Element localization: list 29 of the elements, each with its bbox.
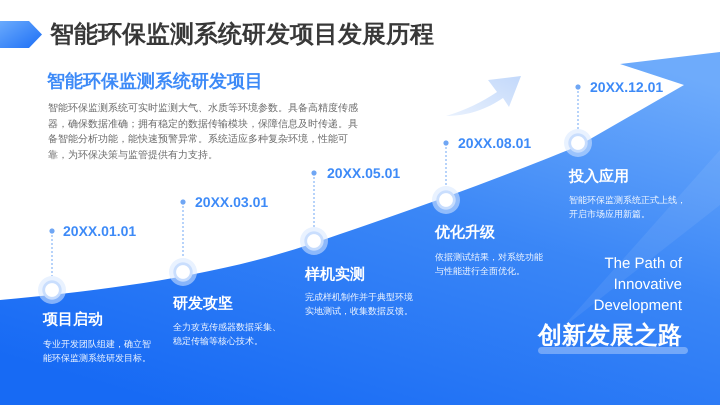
leader-line bbox=[180, 199, 186, 258]
date-label: 20XX.05.01 bbox=[314, 165, 400, 181]
timeline-marker bbox=[432, 186, 460, 214]
milestone-description: 依据测试结果，对系统功能与性能进行全面优化。 bbox=[435, 251, 544, 278]
milestone-title: 研发攻坚 bbox=[173, 295, 233, 313]
milestone-description: 全力攻克传感器数据采集、稳定传输等核心技术。 bbox=[173, 321, 282, 348]
slogan-text: The Path of Innovative Development bbox=[592, 254, 682, 316]
leader-line bbox=[575, 84, 581, 130]
timeline-marker bbox=[300, 227, 328, 255]
leader-line bbox=[311, 170, 317, 228]
date-label: 20XX.08.01 bbox=[446, 135, 532, 151]
milestone-title: 项目启动 bbox=[43, 311, 103, 329]
timeline-marker bbox=[169, 258, 197, 286]
date-label: 20XX.01.01 bbox=[52, 223, 136, 239]
date-label: 20XX.03.01 bbox=[183, 194, 268, 210]
milestone-title: 优化升级 bbox=[435, 224, 495, 242]
milestone-description: 智能环保监测系统正式上线，开启市场应用新篇。 bbox=[569, 194, 687, 221]
timeline-marker bbox=[38, 276, 66, 304]
page-title: 智能环保监测系统研发项目发展历程 bbox=[50, 21, 434, 49]
milestone-title: 投入应用 bbox=[569, 168, 629, 186]
timeline-marker bbox=[564, 129, 592, 157]
leader-line bbox=[49, 228, 55, 276]
milestone-title: 样机实测 bbox=[305, 266, 365, 284]
date-label: 20XX.12.01 bbox=[578, 79, 664, 95]
description-paragraph: 智能环保监测系统可实时监测大气、水质等环境参数。具备高精度传感器，确保数据准确；拥有稳定的数据传输模块，保障信息及时传递。具备智能分析功能，能快速预警异常。系统适应多种复杂环境，性能可靠，为环保决策与监管提供有力支持。 bbox=[48, 102, 359, 162]
milestone-description: 专业开发团队组建，确立智能环保监测系统研发目标。 bbox=[43, 338, 152, 365]
milestone-description: 完成样机制作并于典型环境实地测试，收集数据反馈。 bbox=[305, 291, 414, 318]
section-heading: 智能环保监测系统研发项目 bbox=[47, 70, 263, 92]
leader-line bbox=[443, 140, 449, 186]
